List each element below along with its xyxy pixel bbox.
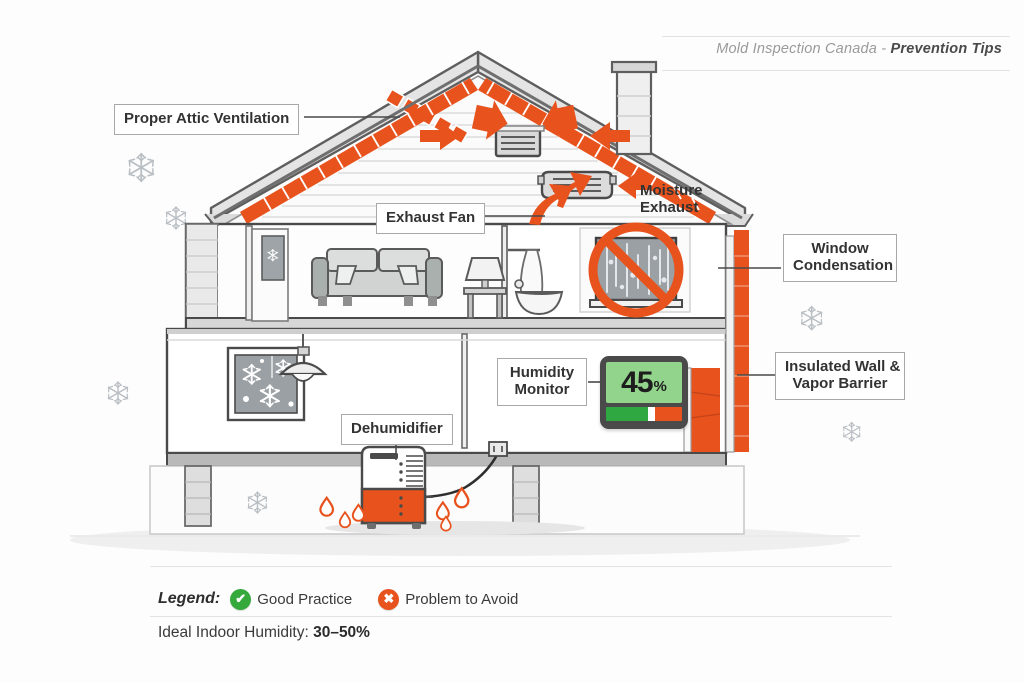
check-circle-icon: ✔ xyxy=(230,588,252,610)
interior-doorway xyxy=(245,225,289,322)
ideal-humidity-prefix: Ideal Indoor Humidity: xyxy=(158,624,314,641)
attic-insulation-blocks xyxy=(213,64,743,224)
callout-moisture-exhaust-line2: Exhaust xyxy=(640,198,699,216)
x-circle-icon: ✖ xyxy=(378,588,400,610)
callout-attic-ventilation-label: Proper Attic Ventilation xyxy=(124,110,290,127)
header-divider-top xyxy=(662,36,1010,37)
humidity-range-marker xyxy=(647,407,655,421)
legend-item-problem-to-avoid-label: Problem to Avoid xyxy=(405,590,519,608)
side-table-lamp xyxy=(463,257,507,319)
callout-humidity-monitor-line1: Humidity xyxy=(509,364,575,381)
humidity-monitor-unit: % xyxy=(653,377,667,395)
legend-item-good-practice-label: Good Practice xyxy=(257,590,353,608)
header-title-prefix: Mold Inspection Canada - xyxy=(716,41,891,57)
header-title-emphasis: Prevention Tips xyxy=(890,41,1002,57)
gable-vent-icon xyxy=(491,125,545,158)
callout-exhaust-fan-label: Exhaust Fan xyxy=(386,209,476,226)
callout-dehumidifier[interactable]: Dehumidifier xyxy=(341,414,453,445)
legend-divider-top xyxy=(150,566,892,567)
header-divider-bottom xyxy=(662,70,1010,71)
humidity-monitor-screen: 45 % xyxy=(606,362,682,403)
callout-insulated-wall[interactable]: Insulated Wall & Vapor Barrier xyxy=(775,352,905,400)
callout-exhaust-fan[interactable]: Exhaust Fan xyxy=(376,203,486,234)
ideal-humidity-note: Ideal Indoor Humidity: 30–50% xyxy=(158,624,370,642)
attic-airflow-arrows xyxy=(420,100,630,150)
header-title: Mold Inspection Canada - Prevention Tips xyxy=(716,41,1002,57)
callout-attic-ventilation[interactable]: Proper Attic Ventilation xyxy=(114,104,300,135)
bathroom-area xyxy=(508,248,564,316)
callout-dehumidifier-label: Dehumidifier xyxy=(351,420,443,437)
humidity-range-bad-zone xyxy=(654,407,682,421)
callout-insulated-wall-line2: Vapor Barrier xyxy=(792,374,888,392)
pendant-light xyxy=(278,334,328,382)
callout-window-condensation-line1: Window xyxy=(811,240,869,257)
moisture-exhaust-arrow xyxy=(618,173,650,199)
callout-moisture-exhaust-line1: Moisture xyxy=(640,182,703,199)
callout-humidity-monitor-line2: Monitor xyxy=(514,380,570,398)
humidity-monitor-device[interactable]: 45 % xyxy=(600,356,688,429)
legend-title: Legend: xyxy=(158,590,221,607)
legend-item-good-practice: ✔ Good Practice xyxy=(230,588,353,610)
dehumidifier-appliance xyxy=(360,441,508,529)
legend-divider-bottom xyxy=(150,616,892,617)
callout-window-condensation[interactable]: Window Condensation xyxy=(783,234,897,282)
left-exterior-wall xyxy=(185,223,219,329)
basement-window xyxy=(226,346,306,422)
window-condensation-graphic xyxy=(579,222,691,318)
callout-humidity-monitor[interactable]: Humidity Monitor xyxy=(497,358,587,406)
humidity-monitor-range-bar xyxy=(606,407,682,421)
callout-insulated-wall-line1: Insulated Wall & xyxy=(785,358,901,375)
foundation-piers xyxy=(184,465,540,527)
callout-leader-lines xyxy=(304,116,781,460)
callout-window-condensation-line2: Condensation xyxy=(793,256,893,274)
ideal-humidity-range: 30–50% xyxy=(313,624,370,641)
chimney xyxy=(610,60,658,156)
callout-moisture-exhaust: Moisture Exhaust xyxy=(640,182,703,217)
moisture-airflow-arrows xyxy=(529,172,592,225)
humidity-range-good-zone xyxy=(606,407,648,421)
legend: Legend: ✔ Good Practice ✖ Problem to Avo… xyxy=(158,588,544,610)
humidity-monitor-value: 45 xyxy=(621,365,653,399)
sofa-furniture xyxy=(311,248,443,306)
legend-item-problem-to-avoid: ✖ Problem to Avoid xyxy=(378,588,519,610)
